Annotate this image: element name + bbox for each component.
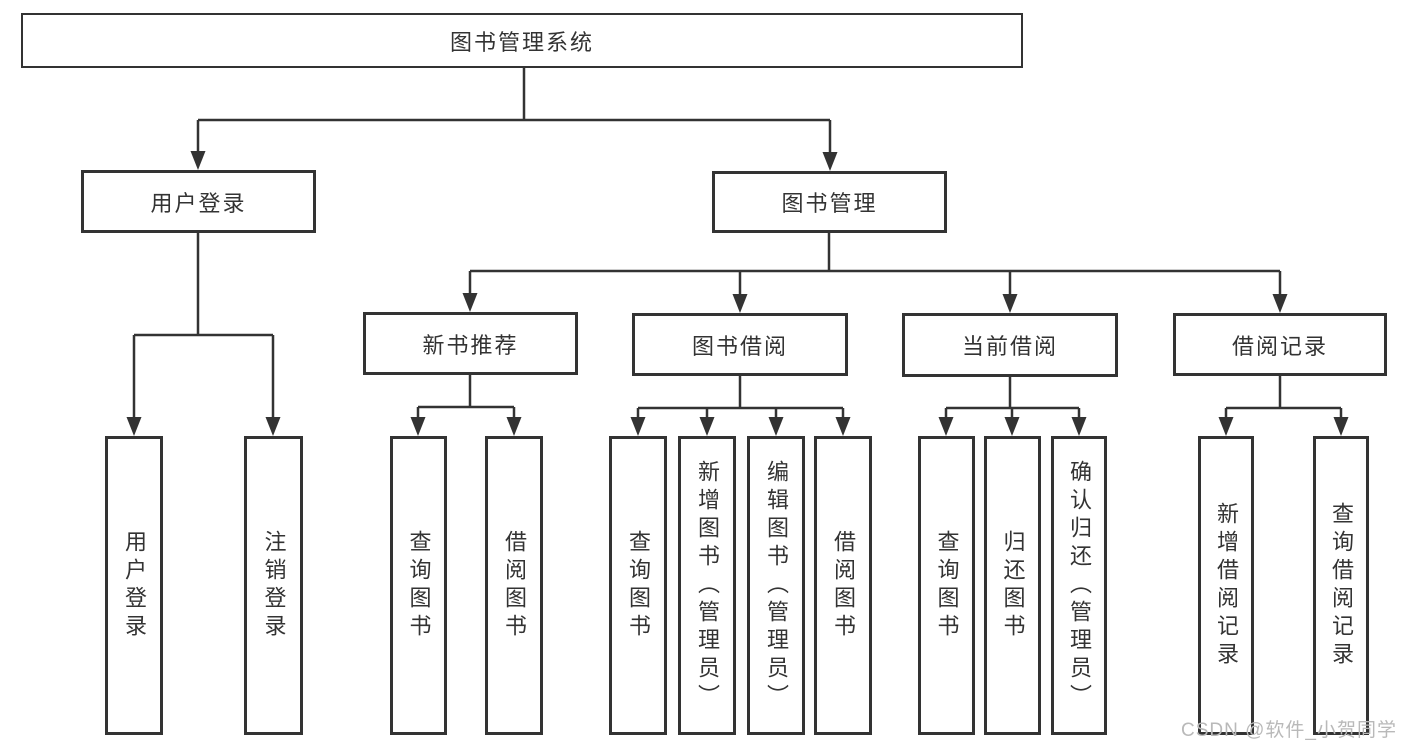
node-label: 查询图书: [626, 529, 651, 642]
node-label: 新增图书（管理员）: [695, 459, 720, 712]
node-label: 新书推荐: [422, 332, 519, 358]
connector-book-borrow-to-leaves: [636, 376, 845, 419]
node-label: 图书借阅: [691, 333, 788, 359]
connector-new-book-rec-to-leaves: [416, 375, 516, 419]
leaf-add-borrow-record: 新增借阅记录: [1198, 436, 1254, 735]
arrowheads: [126, 151, 1349, 436]
node-label: 确认归还（管理员）: [1067, 459, 1092, 712]
arrowhead: [822, 152, 838, 171]
node-label: 借阅记录: [1231, 333, 1328, 359]
arrowhead: [126, 417, 142, 436]
leaf-query-books-current: 查询图书: [918, 436, 975, 735]
connector-borrow-records-to-leaves: [1224, 376, 1343, 419]
node-label: 用户登录: [150, 190, 247, 216]
node-label: 借阅图书: [831, 529, 856, 642]
connector-book-mgmt-to-level2: [468, 233, 1282, 296]
arrowhead: [768, 417, 784, 436]
leaf-user-login: 用户登录: [105, 436, 163, 735]
leaf-return-books: 归还图书: [984, 436, 1041, 735]
node-new-book-recommendation: 新书推荐: [363, 312, 578, 375]
node-label: 查询借阅记录: [1329, 501, 1354, 670]
arrowhead: [1002, 294, 1018, 313]
node-label: 借阅图书: [502, 529, 527, 642]
node-book-management: 图书管理: [712, 171, 947, 233]
node-label: 编辑图书（管理员）: [764, 459, 789, 712]
arrowhead: [506, 417, 522, 436]
connector-current-borrow-to-leaves: [944, 377, 1081, 419]
leaf-query-books-recommendation: 查询图书: [390, 436, 447, 735]
node-label: 查询图书: [934, 529, 960, 642]
arrowhead: [732, 294, 748, 313]
node-borrowing-records: 借阅记录: [1173, 313, 1387, 376]
leaf-add-books-admin: 新增图书（管理员）: [678, 436, 736, 735]
connector-root-to-level1: [196, 68, 832, 154]
arrowhead: [938, 417, 954, 436]
node-label: 用户登录: [122, 529, 147, 642]
node-book-borrowing: 图书借阅: [632, 313, 848, 376]
arrowhead: [1333, 417, 1349, 436]
arrowhead: [1218, 417, 1234, 436]
arrowhead: [265, 417, 281, 436]
node-label: 图书管理: [781, 191, 878, 216]
arrowhead: [835, 417, 851, 436]
leaf-logout: 注销登录: [244, 436, 303, 735]
node-library-management-system: 图书管理系统: [21, 13, 1023, 68]
node-label: 新增借阅记录: [1214, 501, 1239, 670]
leaf-query-books-borrowing: 查询图书: [609, 436, 667, 735]
leaf-edit-books-admin: 编辑图书（管理员）: [747, 436, 805, 735]
node-label: 注销登录: [261, 529, 287, 642]
leaf-borrow-books: 借阅图书: [814, 436, 872, 735]
arrowhead: [699, 417, 715, 436]
arrowhead: [1004, 417, 1020, 436]
node-label: 查询图书: [406, 529, 432, 642]
arrowhead: [462, 293, 478, 312]
node-label: 归还图书: [1000, 529, 1026, 642]
arrowhead: [630, 417, 646, 436]
leaf-confirm-return-admin: 确认归还（管理员）: [1051, 436, 1107, 735]
arrowhead: [190, 151, 206, 170]
node-label: 图书管理系统: [449, 29, 594, 55]
node-current-borrowing: 当前借阅: [902, 313, 1118, 377]
connector-user-login-to-leaves: [132, 233, 275, 419]
csdn-watermark: CSDN @软件_小贺同学: [1181, 720, 1397, 741]
node-user-login: 用户登录: [81, 170, 316, 233]
leaf-borrow-books-recommendation: 借阅图书: [485, 436, 543, 735]
arrowhead: [1272, 294, 1288, 313]
arrowhead: [1071, 417, 1087, 436]
arrowhead: [410, 417, 426, 436]
node-label: 当前借阅: [961, 334, 1058, 359]
leaf-query-borrow-record: 查询借阅记录: [1313, 436, 1369, 735]
